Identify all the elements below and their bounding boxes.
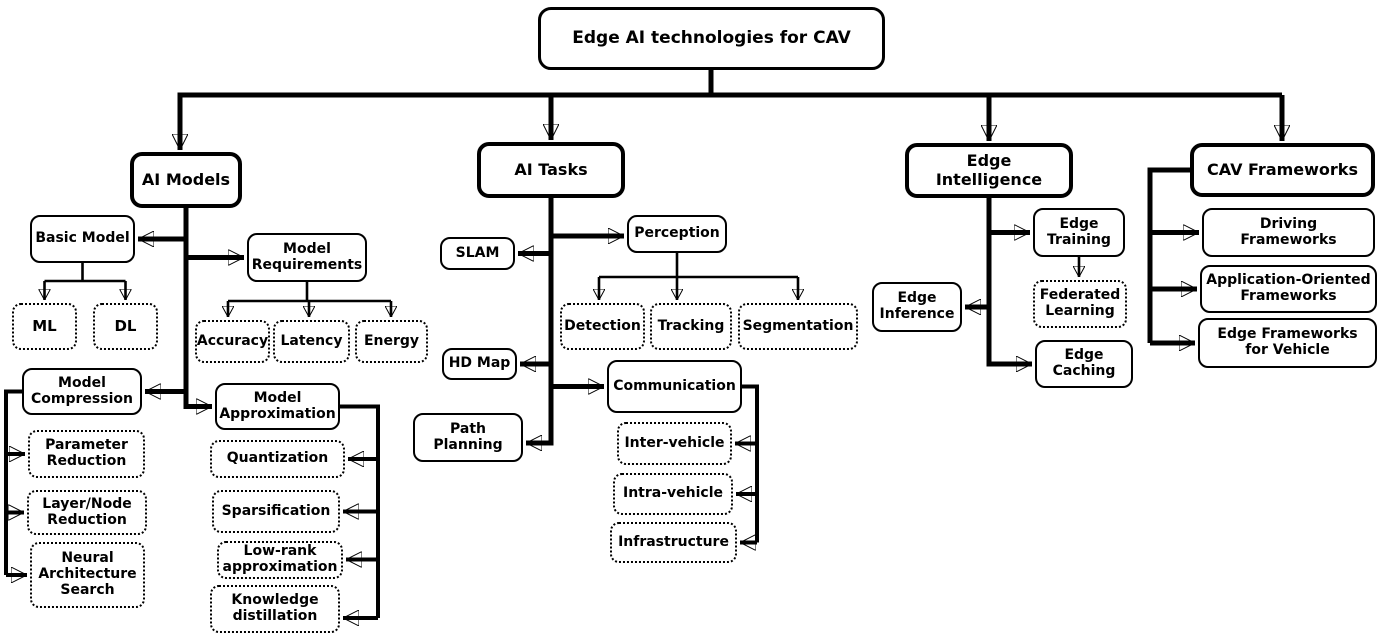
node-ai-tasks: AI Tasks — [477, 142, 625, 198]
node-perception: Perception — [627, 215, 727, 253]
node-application-oriented-frameworks: Application-Oriented Frameworks — [1200, 265, 1377, 313]
node-accuracy: Accuracy — [195, 320, 270, 363]
node-infrastructure: Infrastructure — [610, 522, 737, 563]
node-ml: ML — [12, 303, 77, 350]
node-edge-caching: Edge Caching — [1035, 340, 1133, 388]
node-parameter-reduction: Parameter Reduction — [28, 430, 145, 478]
node-edge-intelligence: Edge Intelligence — [905, 143, 1073, 198]
node-model-compression: Model Compression — [22, 368, 142, 415]
connectors-thin — [45, 253, 1080, 317]
node-knowledge-distillation: Knowledge distillation — [210, 585, 340, 633]
node-energy: Energy — [355, 320, 428, 363]
node-quantization: Quantization — [210, 440, 345, 478]
connectors-side-rails — [4, 384, 759, 619]
node-communication: Communication — [607, 360, 742, 413]
node-edge-inference: Edge Inference — [872, 282, 962, 332]
node-sparsification: Sparsification — [212, 490, 340, 533]
node-edge-frameworks-for-vehicle: Edge Frameworks for Vehicle — [1198, 318, 1377, 368]
node-intra-vehicle: Intra-vehicle — [613, 473, 733, 515]
node-model-approximation: Model Approximation — [215, 383, 340, 430]
connectors-trunk — [138, 70, 1282, 443]
node-path-planning: Path Planning — [413, 413, 523, 462]
node-basic-model: Basic Model — [30, 215, 135, 263]
node-hd-map: HD Map — [442, 348, 517, 380]
node-driving-frameworks: Driving Frameworks — [1202, 208, 1375, 257]
node-inter-vehicle: Inter-vehicle — [617, 422, 732, 465]
node-cav-frameworks: CAV Frameworks — [1190, 143, 1375, 197]
node-tracking: Tracking — [650, 303, 732, 350]
node-segmentation: Segmentation — [738, 303, 858, 350]
node-dl: DL — [93, 303, 158, 350]
node-low-rank-approximation: Low-rank approximation — [217, 541, 343, 579]
node-neural-architecture-search: Neural Architecture Search — [30, 542, 145, 608]
node-ai-models: AI Models — [130, 152, 242, 208]
node-slam: SLAM — [440, 237, 515, 270]
node-federated-learning: Federated Learning — [1033, 280, 1127, 328]
node-model-requirements: Model Requirements — [247, 233, 367, 282]
node-detection: Detection — [560, 303, 645, 350]
node-root: Edge AI technologies for CAV — [538, 7, 885, 70]
node-latency: Latency — [273, 320, 350, 363]
node-layer-node-reduction: Layer/Node Reduction — [27, 490, 147, 535]
node-edge-training: Edge Training — [1033, 208, 1125, 257]
